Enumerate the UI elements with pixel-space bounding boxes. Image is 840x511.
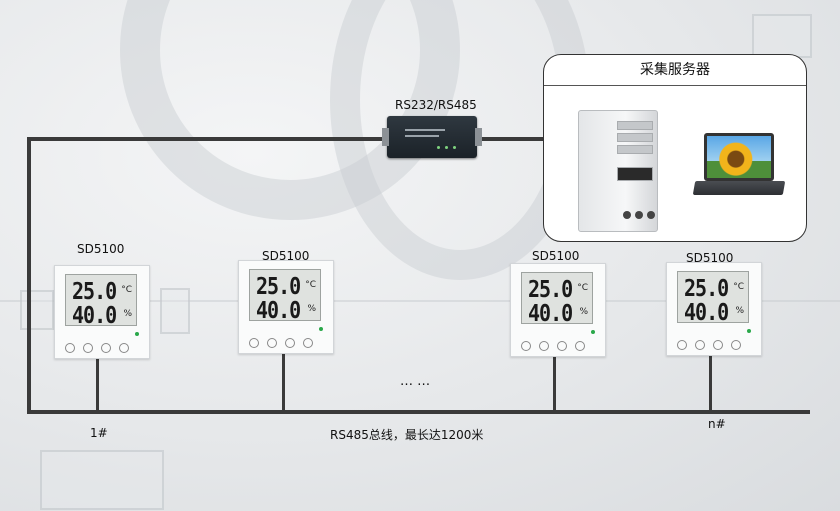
background-chip [160,288,190,334]
temperature-reading: 25.0 [72,277,117,305]
sensor-buttons [249,333,321,352]
lcd-display: 25.0 °C 40.0 % [65,274,137,329]
rs485-bus-line [27,410,810,414]
server-title: 采集服务器 [544,55,806,86]
temperature-unit: °C [733,282,744,292]
drop-line-3 [553,355,556,412]
sensor-device-3: 25.0 °C 40.0 % [510,263,606,357]
sensor-device-2: 25.0 °C 40.0 % [238,260,334,354]
humidity-unit: % [307,304,316,314]
background-chip [752,14,812,58]
sensor-model-label-1: SD5100 [77,242,125,256]
power-led [747,329,751,333]
lcd-display: 25.0 °C 40.0 % [249,269,321,324]
background-chip [40,450,164,510]
sensor-model-label-2: SD5100 [262,249,310,263]
temperature-unit: °C [305,280,316,290]
humidity-reading: 40.0 [72,301,117,329]
sensor-device-1: 25.0 °C 40.0 % [54,265,150,359]
acquisition-server-panel: 采集服务器 [543,54,807,242]
background-stripe [0,300,840,302]
humidity-reading: 40.0 [528,299,573,327]
sensor-buttons [677,335,749,354]
drop-line-2 [282,352,285,412]
ellipsis-label: … … [400,374,431,389]
power-led [135,332,139,336]
desktop-pc-icon [578,110,658,232]
sensor-buttons [65,338,137,357]
lcd-display: 25.0 °C 40.0 % [521,272,593,327]
last-node-label: n# [708,417,726,431]
sensor-device-4: 25.0 °C 40.0 % [666,262,762,356]
converter-server-line [477,137,545,141]
drop-line-1 [96,358,99,412]
converter-label: RS232/RS485 [395,98,477,112]
humidity-unit: % [579,307,588,317]
humidity-unit: % [123,309,132,319]
humidity-reading: 40.0 [256,296,301,324]
sensor-model-label-4: SD5100 [686,251,734,265]
lcd-display: 25.0 °C 40.0 % [677,271,749,326]
left-vertical-line [27,137,31,414]
temperature-reading: 25.0 [256,272,301,300]
temperature-unit: °C [577,283,588,293]
bus-description-label: RS485总线，最长达1200米 [330,428,484,442]
humidity-reading: 40.0 [684,298,729,326]
sensor-buttons [521,336,593,355]
power-led [319,327,323,331]
sensor-model-label-3: SD5100 [532,249,580,263]
laptop-icon [692,133,786,203]
temperature-reading: 25.0 [528,275,573,303]
drop-line-4 [709,354,712,412]
temperature-reading: 25.0 [684,274,729,302]
power-led [591,330,595,334]
temperature-unit: °C [121,285,132,295]
first-node-label: 1# [90,426,108,440]
top-bus-line [27,137,387,141]
background-chip [20,290,54,330]
rs232-rs485-converter [382,116,482,158]
humidity-unit: % [735,306,744,316]
